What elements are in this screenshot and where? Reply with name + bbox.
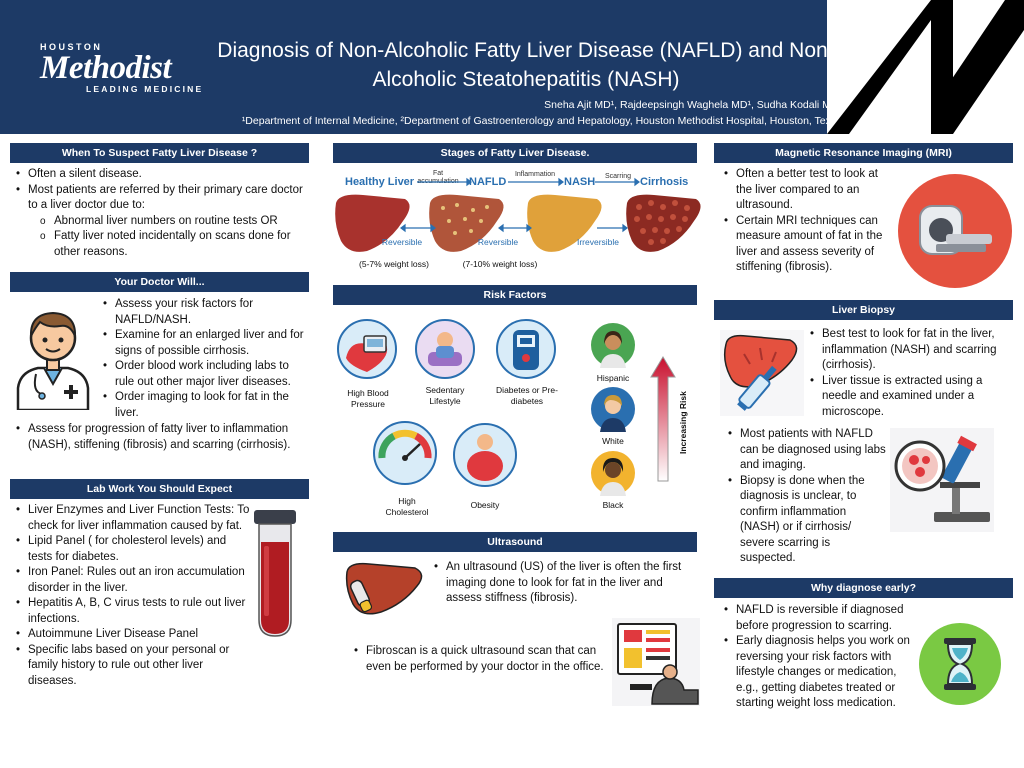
- list-item: Assess your risk factors for NAFLD/NASH.: [101, 297, 311, 328]
- black-person-icon: [591, 451, 635, 496]
- list-item: Fibroscan is a quick ultrasound scan tha…: [352, 644, 608, 675]
- suspect-list: Often a silent disease. Most patients ar…: [14, 167, 309, 260]
- list-item: NAFLD is reversible if diagnosed before …: [722, 603, 912, 634]
- reversible-label-1: Reversible: [381, 237, 423, 247]
- healthy-liver-icon: [335, 194, 410, 252]
- liver-ultrasound-probe-icon: [345, 562, 423, 615]
- hispanic-label: Hispanic: [596, 373, 630, 383]
- biopsy-list-bottom: Most patients with NAFLD can be diagnose…: [726, 427, 888, 567]
- section-header-doctor: Your Doctor Will...: [10, 272, 309, 292]
- list-item: Most patients with NAFLD can be diagnose…: [726, 427, 888, 474]
- list-item: Most patients are referred by their prim…: [14, 183, 309, 261]
- high-blood-pressure-label: High Blood Pressure: [347, 388, 389, 409]
- list-item: Specific labs based on your personal or …: [14, 643, 252, 690]
- increasing-risk-arrow-icon: [650, 356, 676, 482]
- fibroscan-icon: [612, 618, 700, 706]
- nash-liver-icon: [527, 194, 602, 252]
- white-label: White: [602, 436, 624, 446]
- high-cholesterol-label: High Cholesterol: [385, 496, 429, 517]
- list-item: Hepatitis A, B, C virus tests to rule ou…: [14, 596, 252, 627]
- poster-header: HOUSTON Methodist LEADING MEDICINE Diagn…: [0, 0, 1024, 134]
- obesity-label: Obesity: [470, 500, 500, 510]
- section-header-stages: Stages of Fatty Liver Disease.: [333, 143, 697, 163]
- poster-title: Diagnosis of Non-Alcoholic Fatty Liver D…: [217, 39, 835, 91]
- increasing-risk-text: Increasing Risk: [678, 391, 688, 454]
- obesity-icon: [453, 423, 517, 487]
- doctor-list-right: Assess your risk factors for NAFLD/NASH.…: [101, 297, 311, 421]
- labs-list: Liver Enzymes and Liver Function Tests: …: [14, 503, 252, 689]
- section-header-labs: Lab Work You Should Expect: [10, 479, 309, 499]
- arrow-label-scarring: Scarring: [604, 173, 632, 180]
- liver-biopsy-needle-icon: [720, 330, 804, 416]
- weight-loss-label-2: (7-10% weight loss): [462, 259, 538, 269]
- houston-methodist-logo: HOUSTON Methodist LEADING MEDICINE: [40, 42, 210, 94]
- sub-list-item: Fatty liver noted incidentally on scans …: [38, 229, 309, 260]
- section-header-early: Why diagnose early?: [714, 578, 1013, 598]
- biopsy-list-right: Best test to look for fat in the liver, …: [808, 327, 1008, 420]
- hourglass-icon: [919, 623, 1001, 705]
- list-item: Examine for an enlarged liver and for si…: [101, 328, 311, 359]
- blood-test-tube-icon: [254, 510, 296, 637]
- diabetes-glucometer-icon: [496, 319, 556, 379]
- black-label: Black: [602, 500, 624, 510]
- section-header-risk: Risk Factors: [333, 285, 697, 305]
- ultrasound-list-1: An ultrasound (US) of the liver is often…: [432, 560, 694, 607]
- stage-nash: NASH: [564, 176, 596, 188]
- blood-pressure-icon: [337, 319, 397, 379]
- suspect-sublist: Abnormal liver numbers on routine tests …: [38, 214, 309, 261]
- early-list: NAFLD is reversible if diagnosed before …: [722, 603, 912, 712]
- list-item-text: Most patients are referred by their prim…: [28, 183, 303, 212]
- list-item: Order blood work including labs to rule …: [101, 359, 311, 390]
- list-item: Order imaging to look for fat in the liv…: [101, 390, 311, 421]
- author-affiliations: ¹Department of Internal Medicine, ²Depar…: [241, 115, 842, 127]
- reversible-label-2: Reversible: [477, 237, 519, 247]
- microscope-icon: [890, 428, 994, 532]
- arrow-label-inflammation: Inflammation: [514, 171, 556, 178]
- nafld-liver-icon: [429, 194, 504, 252]
- mri-scanner-icon: [898, 174, 1012, 288]
- list-item: Lipid Panel ( for cholesterol levels) an…: [14, 534, 252, 565]
- list-item: Often a better test to look at the liver…: [722, 167, 894, 214]
- list-item: Assess for progression of fatty liver to…: [14, 422, 309, 453]
- sedentary-lifestyle-icon: [415, 319, 475, 379]
- stage-cirrhosis: Cirrhosis: [640, 176, 689, 188]
- author-names: Sneha Ajit MD¹, Rajdeepsingh Waghela MD¹…: [544, 99, 842, 111]
- weight-loss-label-1: (5-7% weight loss): [359, 259, 429, 269]
- doctor-icon: [16, 311, 90, 410]
- stage-healthy-liver: Healthy Liver: [345, 176, 415, 188]
- section-header-mri: Magnetic Resonance Imaging (MRI): [714, 143, 1013, 163]
- methodist-m-logo-icon: [827, 0, 1024, 134]
- list-item: Iron Panel: Rules out an iron accumulati…: [14, 565, 252, 596]
- logo-top-text: HOUSTON: [40, 42, 103, 52]
- list-item: Best test to look for fat in the liver, …: [808, 327, 1008, 374]
- section-header-biopsy: Liver Biopsy: [714, 300, 1013, 320]
- stage-nafld: NAFLD: [469, 176, 507, 188]
- increasing-risk-label: Increasing Risk: [650, 352, 688, 454]
- section-header-suspect: When To Suspect Fatty Liver Disease ?: [10, 143, 309, 163]
- ultrasound-list-2: Fibroscan is a quick ultrasound scan tha…: [352, 644, 608, 675]
- list-item: Autoimmune Liver Disease Panel: [14, 627, 252, 643]
- section-header-ultrasound: Ultrasound: [333, 532, 697, 552]
- list-item: Liver tissue is extracted using a needle…: [808, 374, 1008, 421]
- list-item: Liver Enzymes and Liver Function Tests: …: [14, 503, 252, 534]
- poster-authors: Sneha Ajit MD¹, Rajdeepsingh Waghela MD¹…: [206, 97, 842, 129]
- list-item: Certain MRI techniques can measure amoun…: [722, 214, 894, 276]
- mri-list: Often a better test to look at the liver…: [722, 167, 894, 276]
- liver-stages-graphic: [335, 177, 701, 252]
- logo-main-text: Methodist: [40, 50, 172, 86]
- sub-list-item: Abnormal liver numbers on routine tests …: [38, 214, 309, 230]
- irreversible-label: Irreversible: [576, 237, 620, 247]
- cirrhosis-liver-icon: [626, 194, 701, 252]
- list-item: Often a silent disease.: [14, 167, 309, 183]
- list-item: Early diagnosis helps you work on revers…: [722, 634, 912, 712]
- sedentary-lifestyle-label: Sedentary Lifestyle: [425, 385, 465, 406]
- hispanic-person-icon: [591, 323, 635, 368]
- diabetes-label: Diabetes or Pre-diabetes: [496, 385, 558, 406]
- white-person-icon: [591, 387, 635, 432]
- logo-sub-text: LEADING MEDICINE: [86, 84, 204, 94]
- list-item: Biopsy is done when the diagnosis is unc…: [726, 474, 888, 567]
- doctor-list-bottom: Assess for progression of fatty liver to…: [14, 422, 309, 453]
- list-item: An ultrasound (US) of the liver is often…: [432, 560, 694, 607]
- high-cholesterol-gauge-icon: [373, 421, 437, 485]
